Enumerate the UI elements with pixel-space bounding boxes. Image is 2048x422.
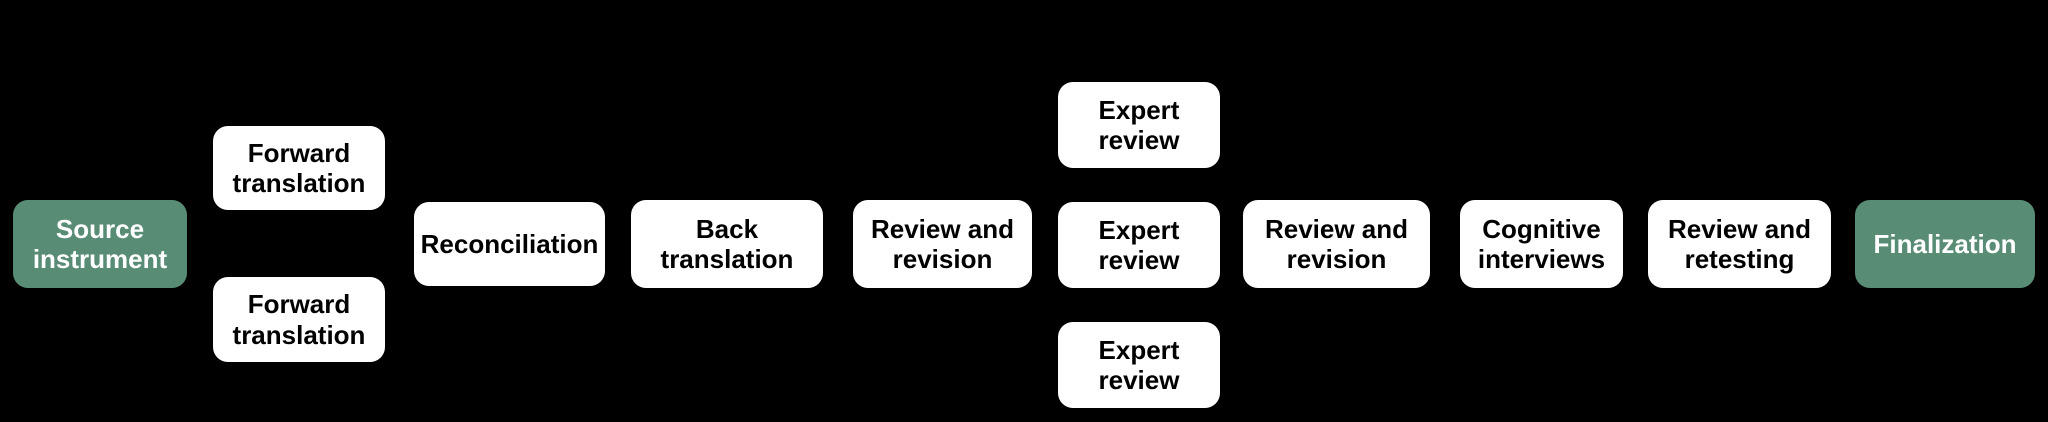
node-reconciliation: Reconciliation xyxy=(414,202,605,286)
node-forward-translation-1: Forward translation xyxy=(213,126,385,210)
node-review-and-revision-2: Review and revision xyxy=(1243,200,1430,288)
node-review-and-revision-1: Review and revision xyxy=(853,200,1032,288)
node-cognitive-interviews: Cognitive interviews xyxy=(1460,200,1623,288)
node-source-instrument: Source instrument xyxy=(13,200,187,288)
node-expert-review-1: Expert review xyxy=(1058,82,1220,168)
node-finalization: Finalization xyxy=(1855,200,2035,288)
node-expert-review-3: Expert review xyxy=(1058,322,1220,408)
node-expert-review-2: Expert review xyxy=(1058,202,1220,288)
node-forward-translation-2: Forward translation xyxy=(213,277,385,362)
node-review-and-retesting: Review and retesting xyxy=(1648,200,1831,288)
node-back-translation: Back translation xyxy=(631,200,823,288)
